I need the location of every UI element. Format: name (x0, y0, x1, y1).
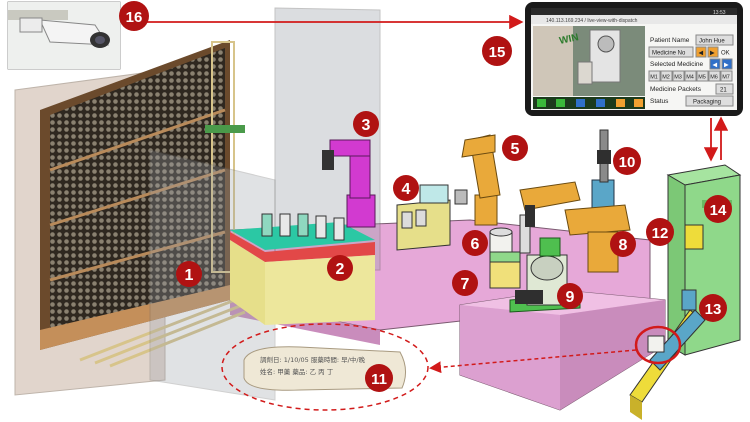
callout-badge-10: 10 (613, 147, 641, 175)
callout-badge-11: 11 (365, 364, 393, 392)
medicine-button-label: M4 (686, 75, 694, 81)
station-four (396, 184, 451, 251)
medicine-packets-value: 21 (720, 88, 727, 94)
callout-badge-1: 1 (176, 261, 202, 287)
medicine-form: Patient Name John Hue Medicine No ◀ ▶ OK… (648, 34, 734, 107)
svg-text:5: 5 (511, 141, 520, 158)
medicine-button-m2[interactable] (660, 70, 673, 82)
selected-next-button[interactable] (721, 58, 733, 70)
medicine-button-label: M6 (710, 75, 718, 81)
callout-badge-6: 6 (462, 230, 488, 256)
svg-text:7: 7 (461, 276, 470, 293)
svg-text:2: 2 (336, 261, 345, 278)
callout-badge-7: 7 (452, 270, 478, 296)
callout-badge-4: 4 (393, 175, 419, 201)
callout-badge-8: 8 (610, 231, 636, 257)
callout-badge-13: 13 (699, 294, 727, 322)
medicine-button-row: M1 M2 M3 M4 M5 M6 M7 (648, 70, 733, 82)
packet-highlight-circle (634, 325, 682, 365)
toolbar-button-three[interactable] (576, 99, 585, 107)
callout-badge-3: 3 (353, 111, 379, 137)
medicine-button-m7[interactable] (720, 70, 733, 82)
svg-text:16: 16 (126, 9, 143, 26)
medicine-button-label: M2 (662, 75, 670, 81)
packet-line-one: 調劑日: 1/10/05 服藥時間: 早/中/晚 (260, 355, 366, 364)
callout-badge-15: 15 (482, 36, 512, 66)
medicine-button-label: M7 (722, 75, 730, 81)
toolbar-button-five[interactable] (616, 99, 625, 107)
ok-label[interactable]: OK (721, 51, 730, 57)
tablet-url: 140.113.169.234 / live-view-with-dispatc… (546, 18, 638, 24)
medicine-button-label: M5 (698, 75, 706, 81)
toolbar-button-six[interactable] (634, 99, 643, 107)
callout-badge-16: 16 (119, 1, 149, 31)
tablet-toolbar (533, 97, 645, 109)
callout-badge-2: 2 (327, 255, 353, 281)
medicine-prev-button[interactable] (695, 46, 707, 58)
medicine-button-m1[interactable] (648, 70, 661, 82)
robot-arm-orange-left (454, 134, 501, 226)
svg-text:11: 11 (371, 371, 387, 388)
packet-conveyor (629, 309, 706, 420)
tablet-clock: 13:53 (713, 10, 726, 16)
medicine-no-label: Medicine No (652, 51, 686, 57)
selected-medicine-label: Selected Medicine (650, 61, 703, 68)
callout-badge-12: 12 (646, 218, 674, 246)
status-label: Status (650, 98, 669, 105)
medicine-button-m5[interactable] (696, 70, 709, 82)
callout-badge-9: 9 (557, 283, 583, 309)
svg-text:13: 13 (705, 301, 722, 318)
selected-prev-button[interactable] (709, 58, 721, 70)
status-field (685, 95, 734, 107)
medicine-button-m6[interactable] (708, 70, 721, 82)
camera-watermark: WIN (558, 32, 579, 47)
right-arrow-icon: ▶ (710, 51, 715, 57)
medicine-button-m3[interactable] (672, 70, 685, 82)
svg-text:12: 12 (652, 225, 669, 242)
left-arrow-icon: ◀ (699, 51, 704, 57)
patient-name-field[interactable] (695, 34, 734, 46)
callout-badge-14: 14 (704, 195, 732, 223)
svg-text:10: 10 (619, 154, 636, 171)
medicine-next-button[interactable] (707, 46, 719, 58)
medicine-button-label: M1 (650, 75, 658, 81)
svg-text:4: 4 (402, 181, 411, 198)
tablet-device: 13:53 140.113.169.234 / live-view-with-d… (525, 2, 743, 116)
medicine-no-button[interactable] (648, 46, 694, 58)
toolbar-button-one[interactable] (537, 99, 546, 107)
medicine-button-label: M3 (674, 75, 682, 81)
status-value: Packaging (693, 100, 721, 106)
medicine-packets-label: Medicine Packets (650, 86, 702, 93)
packing-block (459, 289, 666, 411)
dispensing-counter (230, 213, 375, 325)
toolbar-button-four[interactable] (596, 99, 605, 107)
svg-text:6: 6 (471, 236, 480, 253)
patient-name-value: John Hue (699, 39, 725, 45)
svg-text:14: 14 (710, 202, 727, 219)
svg-text:9: 9 (566, 289, 575, 306)
medicine-packets-field[interactable] (715, 83, 734, 95)
toolbar-button-two[interactable] (556, 99, 565, 107)
robot-arm-magenta (322, 139, 376, 228)
camera-photo (7, 1, 121, 70)
packet-to-callout-arrow (429, 349, 637, 374)
svg-text:8: 8 (619, 237, 628, 254)
patient-name-label: Patient Name (650, 37, 690, 44)
medicine-button-m4[interactable] (684, 70, 697, 82)
packet-line-two: 姓名: 甲藥 藥品: 乙 丙 丁 (260, 367, 334, 376)
callout-badge-5: 5 (502, 135, 528, 161)
svg-text:1: 1 (185, 267, 194, 284)
svg-text:3: 3 (362, 117, 371, 134)
svg-text:15: 15 (489, 44, 506, 61)
small-dispenser (489, 251, 521, 289)
callout-badges: 1 2 3 4 5 6 7 8 9 10 11 12 13 14 15 16 (119, 1, 732, 392)
right-arrow-icon: ▶ (724, 63, 729, 69)
tablet-camera-view: WIN (533, 26, 645, 96)
left-arrow-icon: ◀ (713, 63, 718, 69)
